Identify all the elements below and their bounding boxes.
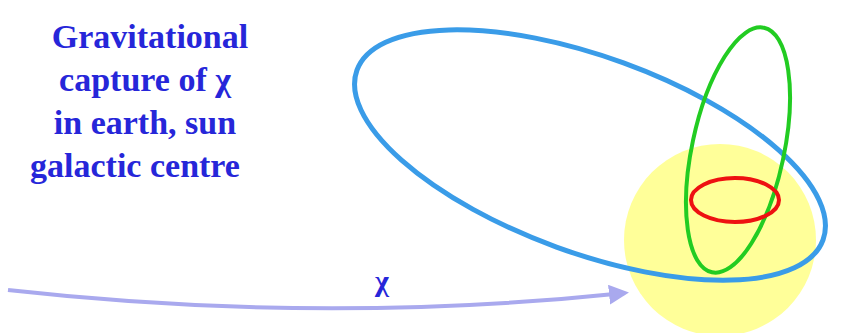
inner-orbit bbox=[691, 178, 779, 222]
central-body bbox=[624, 144, 816, 333]
heading-line: capture of χ bbox=[59, 63, 231, 97]
particle-symbol: χ bbox=[375, 266, 389, 296]
heading-line: Gravitational bbox=[52, 20, 248, 54]
heading-line: galactic centre bbox=[30, 149, 240, 183]
outer-orbit bbox=[323, 0, 854, 332]
incoming-trajectory bbox=[8, 290, 625, 308]
middle-orbit bbox=[667, 18, 809, 282]
heading-line: in earth, sun bbox=[54, 106, 236, 140]
